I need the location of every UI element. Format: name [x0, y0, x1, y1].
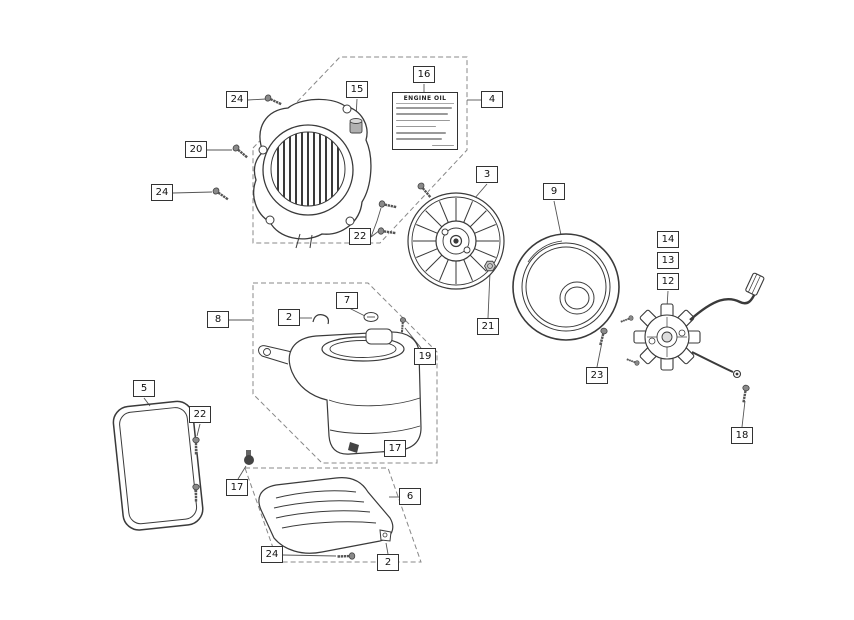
- plug-part-drawing: [349, 118, 363, 134]
- part-callout-2-bracket[interactable]: 2: [377, 554, 399, 571]
- wiring-harness-drawing: [689, 272, 765, 379]
- shroud-drawing: [258, 312, 422, 455]
- flywheel-fan-drawing: [407, 192, 505, 290]
- part-callout-7[interactable]: 7: [336, 292, 358, 309]
- part-callout-19[interactable]: 19: [414, 348, 436, 365]
- engine-oil-title: ENGINE OIL: [396, 95, 454, 104]
- engine-oil-fine-print: [396, 106, 454, 147]
- part-callout-13[interactable]: 13: [657, 252, 679, 269]
- part-callout-24-left[interactable]: 24: [151, 184, 173, 201]
- part-callout-24-bottom[interactable]: 24: [261, 546, 283, 563]
- flywheel-drum-drawing: [512, 233, 620, 341]
- part-callout-24-fan-cover-screw[interactable]: 24: [226, 91, 248, 108]
- lower-cover-drawing: [258, 477, 394, 554]
- part-callout-9[interactable]: 9: [543, 183, 565, 200]
- part-callout-21[interactable]: 21: [477, 318, 499, 335]
- part-callout-3[interactable]: 3: [476, 166, 498, 183]
- engine-oil-label: ENGINE OIL: [392, 92, 458, 150]
- part-callout-12[interactable]: 12: [657, 273, 679, 290]
- part-callout-23[interactable]: 23: [586, 367, 608, 384]
- nut-drawing: [483, 260, 497, 272]
- part-callout-6[interactable]: 6: [399, 488, 421, 505]
- part-callout-20[interactable]: 20: [185, 141, 207, 158]
- part-callout-14[interactable]: 14: [657, 231, 679, 248]
- part-callout-17-clip[interactable]: 17: [384, 440, 406, 457]
- part-callout-2-clamp[interactable]: 2: [278, 309, 300, 326]
- part-callout-8[interactable]: 8: [207, 311, 229, 328]
- stator-drawing: [633, 303, 701, 371]
- part-callout-17-grommet[interactable]: 17: [226, 479, 248, 496]
- gasket-drawing: [112, 400, 204, 531]
- part-callout-15[interactable]: 15: [346, 81, 368, 98]
- part-callout-22-flywheel[interactable]: 22: [349, 228, 371, 245]
- part-callout-22-gasket[interactable]: 22: [189, 406, 211, 423]
- part-callout-4[interactable]: 4: [481, 91, 503, 108]
- grommet-drawings: [244, 442, 359, 465]
- group-outline-boxes: [244, 56, 468, 563]
- part-callout-5[interactable]: 5: [133, 380, 155, 397]
- part-callout-18[interactable]: 18: [731, 427, 753, 444]
- part-callout-16[interactable]: 16: [413, 66, 435, 83]
- fan-cover-drawing: [253, 98, 372, 249]
